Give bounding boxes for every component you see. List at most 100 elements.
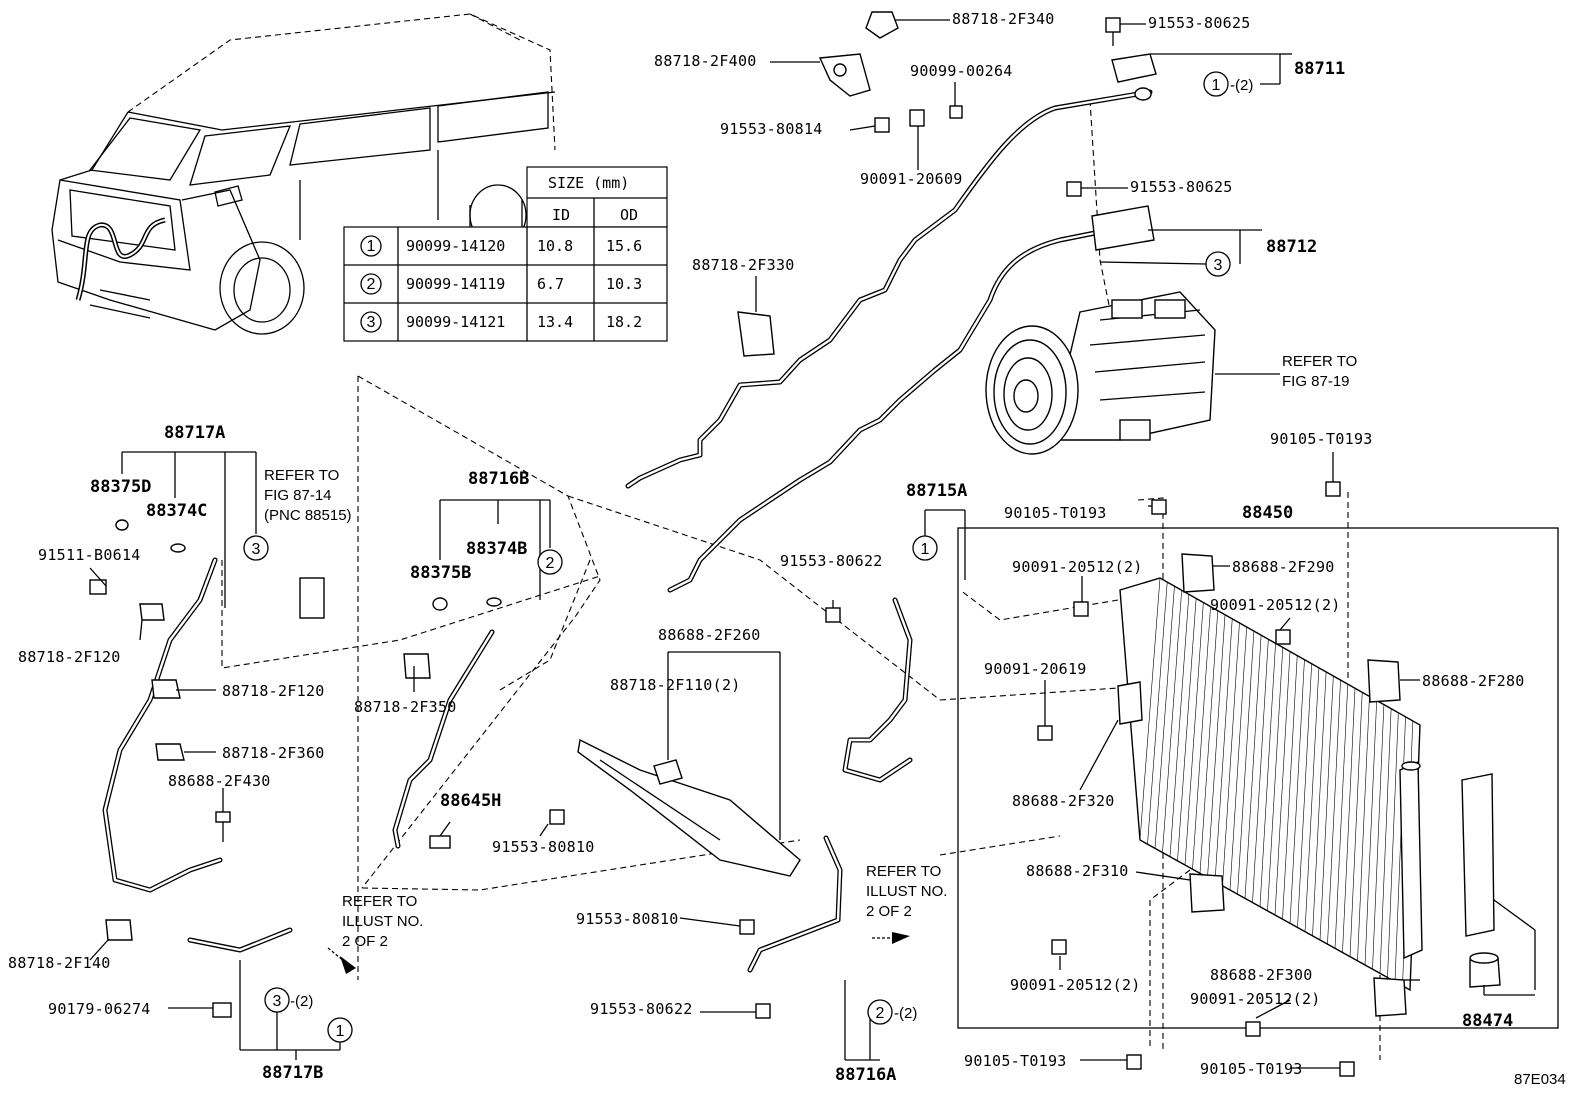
label-88645H: 88645H <box>440 791 501 811</box>
label-88712: 88712 <box>1266 237 1317 257</box>
label-88711: 88711 <box>1294 59 1345 79</box>
callout-1-bottom: 1 <box>336 1023 345 1040</box>
label-90091-20512-b: 90091-20512(2) <box>1210 596 1341 614</box>
label-88688-2F280: 88688-2F280 <box>1422 672 1525 690</box>
label-88688-2F260: 88688-2F260 <box>658 626 761 644</box>
callouts: 1 -(2) 3 3 3 -(2) 1 2 1 2 -(2) <box>243 71 1253 1043</box>
note-illust-left-2: ILLUST NO. <box>342 913 423 930</box>
clamp-88718-2F360 <box>155 743 185 761</box>
condenser-fin <box>1222 622 1240 886</box>
label-88716A: 88716A <box>835 1065 896 1085</box>
label-88375B: 88375B <box>410 563 471 583</box>
condenser-fin <box>1357 696 1370 961</box>
condenser-fin <box>1199 610 1219 874</box>
table-row-3-part: 90099-14121 <box>406 313 505 331</box>
bolt-91511-B0614 <box>89 579 107 595</box>
condenser-fin <box>1237 631 1255 895</box>
table-row-2-part: 90099-14119 <box>406 275 505 293</box>
note-compressor-1: REFER TO <box>1282 353 1357 370</box>
condenser-fin <box>1364 700 1377 966</box>
label-88718-2F140: 88718-2F140 <box>8 954 111 972</box>
label-91511-B0614: 91511-B0614 <box>38 546 141 564</box>
core-88374C <box>170 543 186 553</box>
table-row-2-od: 10.3 <box>606 275 642 293</box>
table-row-1-ref: 1 <box>367 238 376 255</box>
callout-1-88715A: 1 <box>921 541 930 558</box>
label-91553-80810-b: 91553-80810 <box>576 910 679 928</box>
callout-qty-88716A: -(2) <box>894 1005 917 1022</box>
bracket-88688-2F310 <box>1189 873 1225 913</box>
condenser-fin <box>1252 639 1269 903</box>
label-91553-80814: 91553-80814 <box>720 120 823 138</box>
condenser-fin <box>1394 716 1406 982</box>
condenser-fin <box>1387 712 1399 978</box>
table-row-1-id: 10.8 <box>537 237 573 255</box>
bolt-90105-T0193-c <box>1126 1054 1142 1070</box>
label-90091-20609: 90091-20609 <box>860 170 963 188</box>
clip-88718-2F330 <box>737 311 775 357</box>
condenser-fin <box>1229 626 1247 891</box>
condenser-fin <box>1334 684 1349 949</box>
condenser-fin <box>1297 663 1312 928</box>
condenser-fin <box>1282 655 1298 920</box>
figure-code: 87E034 <box>1514 1071 1566 1088</box>
label-90091-20512-a: 90091-20512(2) <box>1012 558 1143 576</box>
table-row-2-id: 6.7 <box>537 275 564 293</box>
condenser-fin <box>1192 606 1211 870</box>
callout-1-top: 1 <box>1212 77 1221 94</box>
fitting-88711 <box>1111 53 1157 101</box>
bracket-88688-2F260 <box>577 738 801 877</box>
label-88718-2F330: 88718-2F330 <box>692 256 795 274</box>
bolt-90105-T0193-b <box>1325 481 1341 497</box>
condenser-fin <box>1342 688 1356 953</box>
label-88715A: 88715A <box>906 481 967 501</box>
label-90091-20512-c: 90091-20512(2) <box>1010 976 1141 994</box>
clip-88718-2F110 <box>653 759 683 785</box>
label-91553-80625-b: 91553-80625 <box>1130 178 1233 196</box>
bolt-90105-T0193-d <box>1339 1061 1355 1077</box>
label-91553-80622-a: 91553-80622 <box>780 552 883 570</box>
condenser-fin <box>1139 577 1161 841</box>
condenser-fin <box>1244 635 1262 899</box>
note-illust-left-3: 2 OF 2 <box>342 933 388 950</box>
condenser-fin <box>1289 659 1305 924</box>
condenser-fin <box>1154 586 1175 849</box>
clip-88718-2F350 <box>403 653 431 679</box>
label-88718-2F110: 88718-2F110(2) <box>610 676 741 694</box>
label-91553-80625-a: 91553-80625 <box>1148 14 1251 32</box>
condenser-fin <box>1327 680 1341 945</box>
table-row-3-id: 13.4 <box>537 313 573 331</box>
leader-lines <box>89 19 1536 1069</box>
note-illust-left-1: REFER TO <box>342 893 417 910</box>
note-illust-mid-3: 2 OF 2 <box>866 903 912 920</box>
bolt-90105-T0193-a <box>1151 499 1167 515</box>
callout-3-bottom: 3 <box>273 993 282 1010</box>
label-88716B: 88716B <box>468 469 529 489</box>
fitting-88712 <box>1091 205 1155 251</box>
condenser-fin <box>1184 602 1204 866</box>
table-header-size: SIZE (mm) <box>548 174 629 192</box>
bolt-91553-80814 <box>874 117 890 133</box>
label-90179-06274: 90179-06274 <box>48 1000 151 1018</box>
note-compressor-2: FIG 87-19 <box>1282 373 1350 390</box>
condenser-fin <box>1169 594 1190 857</box>
compressor <box>985 291 1216 455</box>
condenser-fin <box>1312 671 1327 936</box>
label-88718-2F400: 88718-2F400 <box>654 52 757 70</box>
label-90091-20512-d: 90091-20512(2) <box>1190 990 1321 1008</box>
bolt-91553-80625-b <box>1066 181 1082 197</box>
label-88450: 88450 <box>1242 503 1293 523</box>
label-88375D: 88375D <box>90 477 151 497</box>
label-88718-2F360: 88718-2F360 <box>222 744 325 762</box>
label-91553-80622-b: 91553-80622 <box>590 1000 693 1018</box>
cap-88375D <box>115 519 129 531</box>
condenser-fin <box>1177 598 1197 861</box>
label-88718-2F340: 88718-2F340 <box>952 10 1055 28</box>
bracket-88688-2F320 <box>1117 681 1143 725</box>
part-labels: 88718-2F340 91553-80625 88711 88718-2F40… <box>8 10 1566 1088</box>
clamp-88718-2F120-b <box>151 679 181 699</box>
label-88717B: 88717B <box>262 1063 323 1083</box>
condenser-assembly <box>957 527 1559 1029</box>
label-88688-2F290: 88688-2F290 <box>1232 558 1335 576</box>
